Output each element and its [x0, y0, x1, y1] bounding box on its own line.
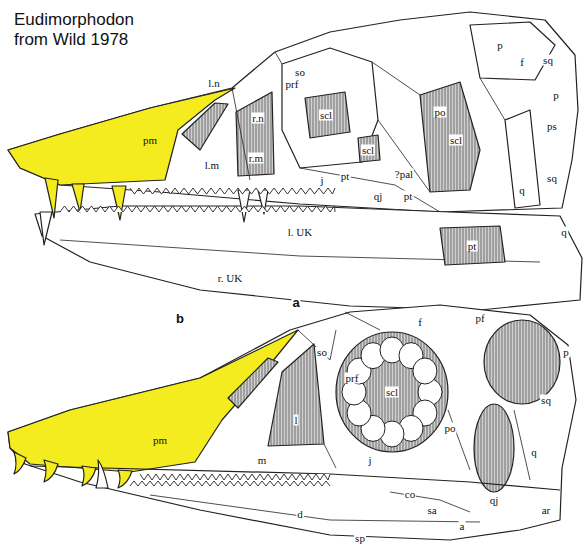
premaxilla: [8, 88, 235, 185]
tooth: [14, 452, 26, 474]
cranium-outline: [8, 305, 576, 540]
bone-suture: [298, 312, 530, 480]
tooth: [60, 206, 335, 212]
sclerotic-plate: [358, 135, 380, 162]
tooth: [118, 470, 132, 488]
tooth-row: [60, 188, 335, 486]
jaw-line: [30, 466, 560, 490]
bone-label: pm: [152, 435, 168, 446]
panel-letter: a: [291, 296, 300, 309]
bone-label: d: [296, 509, 304, 520]
bone-label: po: [434, 107, 447, 118]
tooth: [130, 188, 335, 194]
bone-label: qj: [373, 191, 384, 202]
sclerotic-ring: [342, 337, 442, 447]
bone-label: l.n: [207, 78, 220, 89]
bone-label: so: [294, 67, 306, 78]
bone-label: scl: [449, 135, 463, 146]
bone-label: prf: [345, 373, 360, 384]
tooth: [96, 460, 108, 488]
lower-temporal-fenestra: [474, 404, 514, 492]
pterygoid: [440, 226, 505, 265]
lower-jaw: [35, 206, 582, 310]
bone-label: l.m: [204, 160, 220, 171]
bone-label: prf: [285, 79, 300, 90]
orbit: [336, 332, 448, 452]
bone-label: q: [518, 185, 526, 196]
bone-label: l: [293, 415, 298, 426]
jaw-suture: [150, 492, 480, 522]
bone-label: j: [367, 455, 372, 466]
bone-label: ar: [541, 505, 552, 516]
bone-label: f: [519, 57, 525, 68]
orbit: [282, 48, 378, 168]
sclerotic-plate: [413, 358, 437, 384]
bone-label: p: [552, 90, 560, 101]
bone-label: ps: [546, 121, 558, 132]
bone-label: pf: [474, 313, 485, 324]
tooth: [140, 474, 330, 480]
bone-label: pt: [340, 171, 351, 182]
bone-label: r. UK: [217, 273, 243, 284]
bone-label: f: [417, 317, 423, 328]
bone-label: so: [316, 347, 328, 358]
bone-label: scl: [385, 387, 399, 398]
antorbital-fenestra: [236, 92, 274, 176]
premaxilla: [8, 330, 298, 472]
tooth: [130, 481, 330, 486]
bone-label: pt: [403, 191, 414, 202]
bone-label: sq: [540, 395, 552, 406]
bone-label: sp: [354, 533, 366, 544]
bone-label: l. UK: [287, 227, 313, 238]
bone-label: pm: [142, 135, 158, 146]
bone-label: scl: [319, 110, 333, 121]
bone-label: j: [319, 175, 324, 186]
quadrate: [505, 110, 540, 208]
bone-label: pt: [467, 241, 478, 252]
bone-label: r.n: [251, 113, 264, 124]
antorbital-fenestra: [268, 344, 324, 446]
bone-label: po: [444, 423, 457, 434]
upper-temporal-fenestra: [470, 22, 555, 80]
bone-label: m: [257, 455, 268, 466]
bone-label: r.m: [248, 153, 264, 164]
bone-label: sq: [542, 55, 554, 66]
lower-temporal-fenestra: [420, 82, 480, 192]
tooth: [112, 186, 126, 220]
naris: [228, 358, 278, 408]
bone-label: qj: [489, 495, 500, 506]
upper-temporal-fenestra: [484, 320, 560, 404]
tooth: [44, 460, 58, 482]
bone-label: ?pal: [394, 169, 414, 180]
bone-label: p: [562, 347, 570, 358]
bone-label: p: [496, 40, 504, 51]
figure-title: Eudimorphodon from Wild 1978: [14, 10, 154, 51]
bone-label: sa: [426, 505, 437, 516]
tooth: [40, 212, 52, 245]
bone-label: q: [560, 227, 568, 238]
naris: [182, 103, 228, 150]
panel-letter: b: [175, 312, 185, 325]
bone-label: co: [404, 489, 416, 500]
bone-label: a: [459, 521, 466, 532]
bone-label: q: [530, 447, 538, 458]
sclerotic-plate: [305, 92, 350, 138]
bone-label: scl: [361, 145, 375, 156]
tooth: [82, 466, 96, 486]
bone-label: sq: [546, 173, 558, 184]
